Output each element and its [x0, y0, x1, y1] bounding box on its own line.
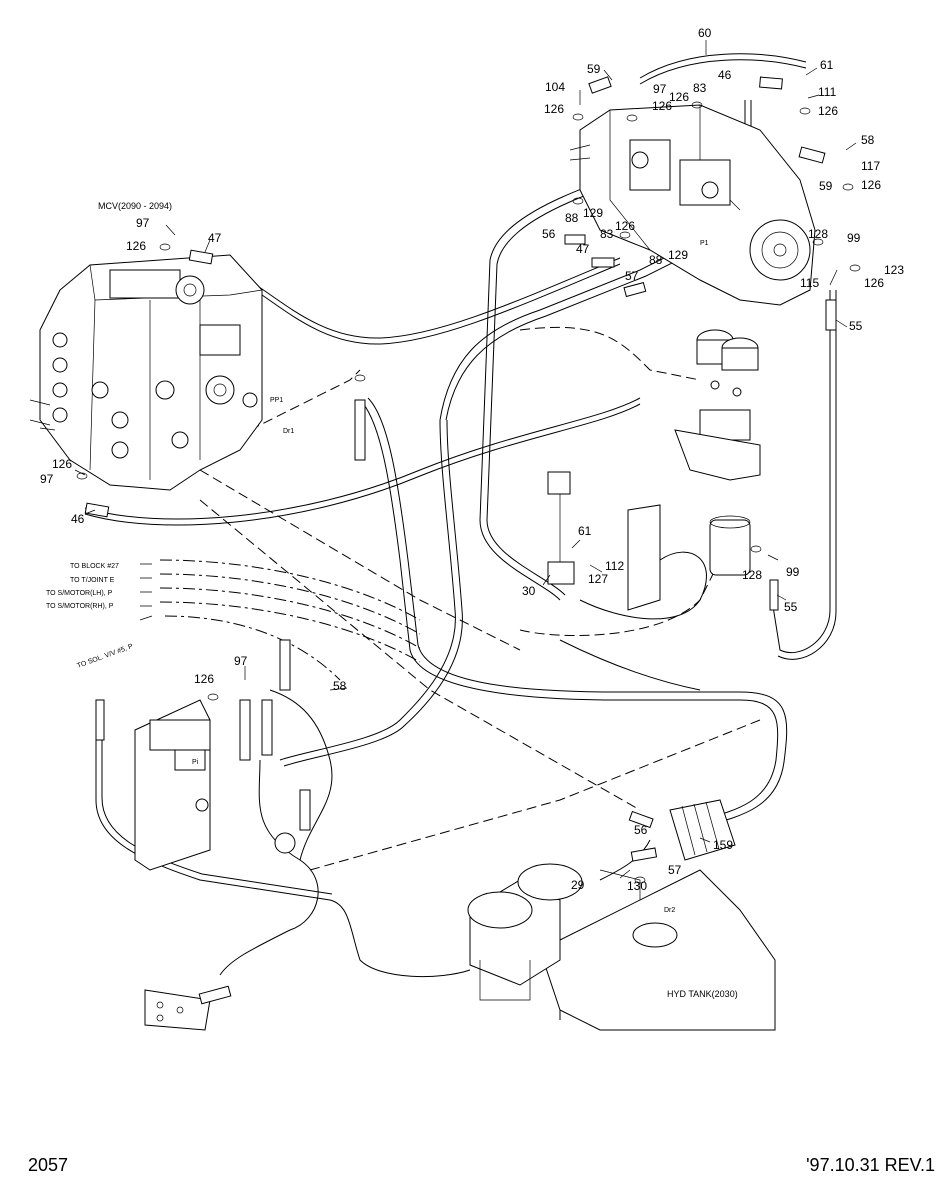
callout-128: 128	[742, 568, 762, 582]
callout-55: 55	[784, 600, 798, 614]
callout-97: 97	[136, 216, 150, 230]
hidden-lines	[159, 326, 761, 1001]
main-pump	[569, 104, 816, 306]
callout-55: 55	[849, 319, 863, 333]
callout-111: 111	[818, 85, 837, 99]
callout-47: 47	[208, 231, 222, 245]
callout-126: 126	[194, 672, 214, 686]
callout-130: 130	[627, 879, 647, 893]
port-pp1: PP1	[270, 397, 283, 404]
callout-59: 59	[819, 179, 833, 193]
block-30	[547, 471, 575, 585]
callout-99: 99	[786, 565, 800, 579]
callout-88: 88	[565, 211, 579, 225]
callout-126: 126	[544, 102, 564, 116]
callout-47: 47	[576, 242, 590, 256]
callout-59: 59	[587, 62, 601, 76]
callout-126: 126	[669, 90, 689, 104]
callout-46: 46	[71, 512, 85, 526]
dest-tjoint: TO T/JOINT E	[70, 577, 115, 584]
callout-126: 126	[615, 219, 635, 233]
callout-126: 126	[126, 239, 146, 253]
mcv-label: MCV(2090 - 2094)	[98, 201, 172, 211]
assembly-labels: MCV(2090 - 2094) HYD TANK(2030)	[98, 201, 738, 999]
callout-99: 99	[847, 231, 861, 245]
callout-97: 97	[40, 472, 54, 486]
callout-126: 126	[864, 276, 884, 290]
callout-97: 97	[653, 82, 667, 96]
page-number: 2057	[28, 1155, 69, 1175]
callout-104: 104	[545, 80, 565, 94]
callout-159: 159	[713, 838, 733, 852]
callout-46: 46	[718, 68, 732, 82]
callout-61: 61	[578, 524, 592, 538]
line-filter	[627, 504, 751, 611]
callout-83: 83	[693, 81, 707, 95]
port-dr2: Dr2	[664, 907, 675, 914]
callout-57: 57	[625, 269, 639, 283]
callout-123: 123	[884, 263, 904, 277]
callout-29: 29	[571, 878, 585, 892]
callout-115: 115	[800, 276, 819, 290]
callout-127: 127	[588, 572, 608, 586]
callout-97: 97	[234, 654, 248, 668]
callout-57: 57	[668, 863, 682, 877]
callout-126: 126	[818, 104, 838, 118]
callout-129: 129	[583, 206, 603, 220]
port-dr1: Dr1	[283, 428, 294, 435]
revision-date: '97.10.31 REV.1	[806, 1155, 935, 1175]
hydraulic-tank	[467, 863, 776, 1031]
port-pi: Pi	[192, 759, 199, 766]
fittings	[76, 76, 861, 1005]
callout-117: 117	[861, 159, 880, 173]
main-control-valve	[29, 254, 263, 491]
mounting-plate	[144, 989, 211, 1031]
port-marks: PP1 Dr1 Dr2 Pi P1	[192, 240, 709, 914]
callout-58: 58	[861, 133, 875, 147]
callout-126: 126	[52, 457, 72, 471]
callout-56: 56	[634, 823, 648, 837]
dest-block: TO BLOCK #27	[70, 563, 119, 570]
tank-label: HYD TANK(2030)	[667, 989, 738, 999]
callout-128: 128	[808, 227, 828, 241]
lower-block-assembly	[134, 699, 296, 871]
callout-58: 58	[333, 679, 347, 693]
callout-88: 88	[649, 253, 663, 267]
dest-sol-valve: TO SOL. V/V #5, P	[76, 643, 134, 670]
callout-30: 30	[522, 584, 536, 598]
callout-61: 61	[820, 58, 834, 72]
pressure-switch-assembly	[674, 329, 761, 481]
callout-126: 126	[652, 99, 672, 113]
leader-lines	[74, 40, 857, 879]
dest-smotor-lh: TO S/MOTOR(LH), P	[46, 590, 113, 597]
callout-83: 83	[600, 227, 614, 241]
destination-labels: TO BLOCK #27 TO T/JOINT E TO S/MOTOR(LH)…	[46, 563, 153, 670]
callout-112: 112	[605, 559, 624, 573]
part-callouts: 60 59 61 104 97 83 46 126 126 126 111 12…	[40, 26, 904, 893]
port-p1: P1	[700, 240, 709, 247]
callout-60: 60	[698, 26, 712, 40]
return-filter-159	[669, 799, 736, 861]
callout-129: 129	[668, 248, 688, 262]
callout-126: 126	[861, 178, 881, 192]
dest-smotor-rh: TO S/MOTOR(RH), P	[46, 603, 114, 610]
callout-56: 56	[542, 227, 556, 241]
